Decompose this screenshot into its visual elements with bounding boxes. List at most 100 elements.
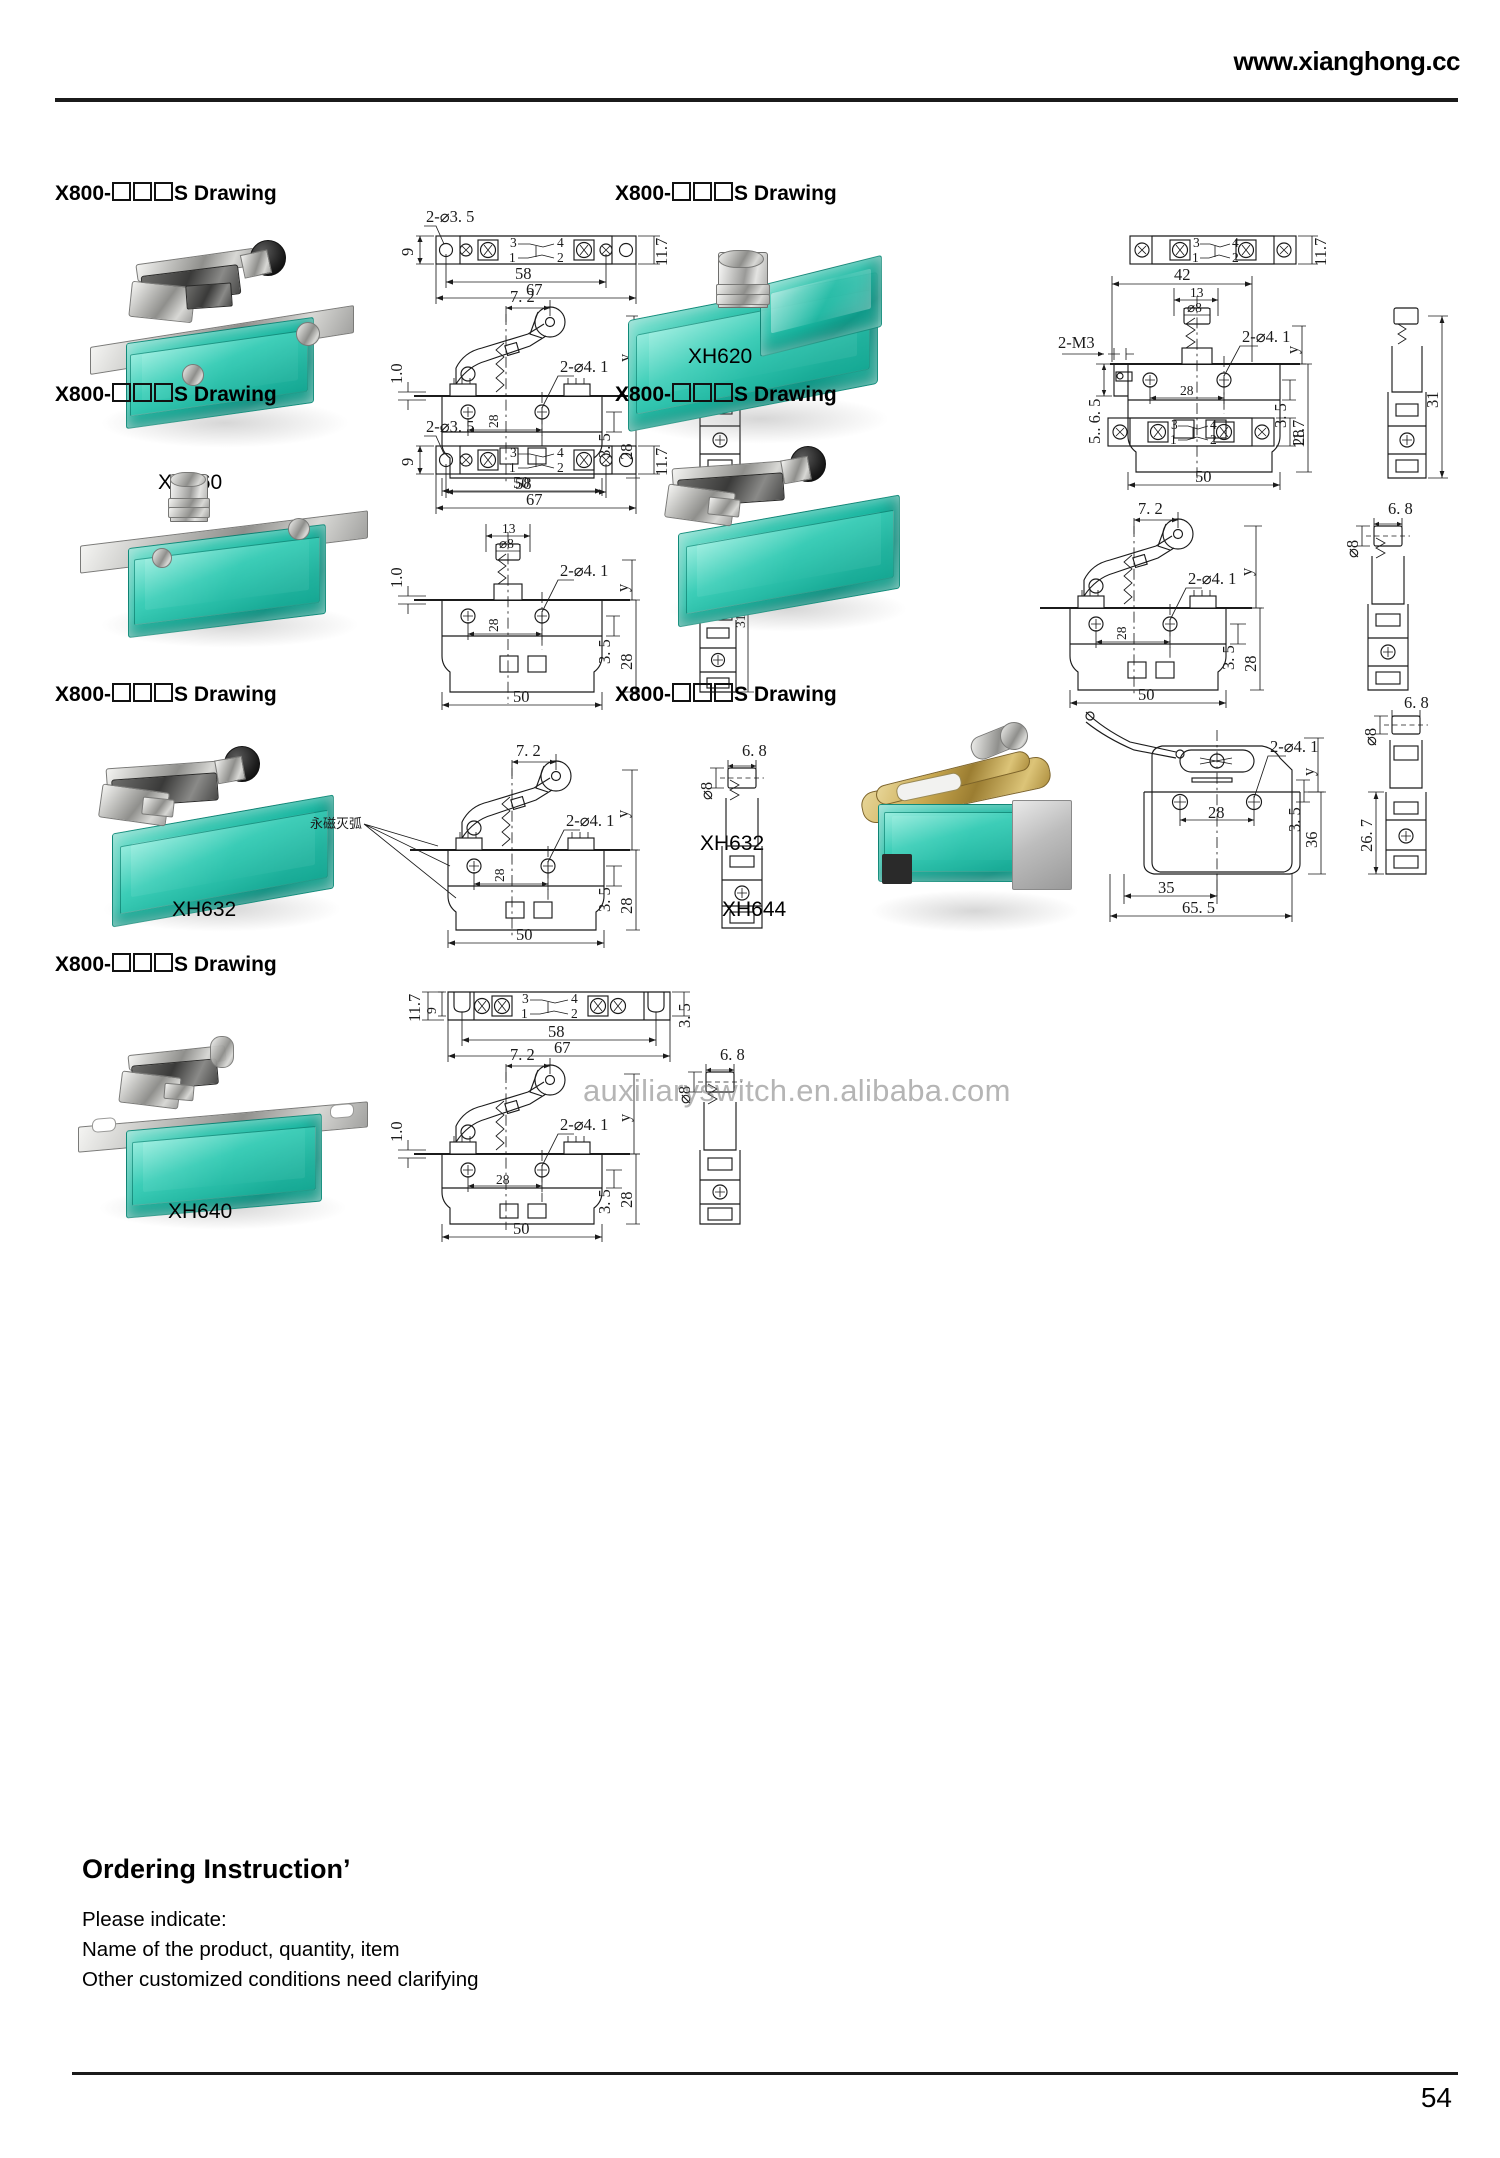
product-block-xh632: X800-S Drawing: [615, 383, 837, 407]
ordering-title: Ordering Instruction’: [82, 1854, 351, 1884]
svg-text:⌀8: ⌀8: [499, 536, 514, 551]
block-title: X800- S Drawing: [55, 182, 277, 206]
svg-text:67: 67: [526, 490, 543, 509]
placeholder-box: [672, 383, 692, 402]
svg-text:7. 2: 7. 2: [1138, 499, 1163, 518]
svg-text:6. 8: 6. 8: [720, 1045, 745, 1064]
svg-text:3. 5: 3. 5: [1271, 403, 1290, 428]
block-title: X800-S Drawing: [55, 683, 277, 707]
svg-text:4: 4: [1232, 235, 1239, 250]
svg-text:67: 67: [554, 1038, 571, 1057]
placeholder-box: [154, 953, 174, 972]
placeholder-box: [693, 182, 713, 201]
ordering-lines: Please indicate: Name of the product, qu…: [82, 1905, 479, 1995]
svg-text:65. 5: 65. 5: [1182, 898, 1215, 917]
svg-text:50: 50: [513, 1219, 530, 1238]
svg-text:y: y: [1237, 567, 1256, 576]
svg-text:9: 9: [398, 458, 417, 466]
svg-text:35: 35: [1158, 878, 1175, 897]
placeholder-box: [133, 182, 153, 201]
ordering-line: Please indicate:: [82, 1908, 227, 1931]
placeholder-box: [693, 683, 713, 702]
svg-text:3. 5: 3. 5: [595, 1189, 614, 1214]
placeholder-box: [154, 383, 174, 402]
svg-text:1: 1: [509, 250, 516, 265]
title-prefix: X800-: [55, 683, 112, 706]
product-block-xh560: X800- S Drawing: [55, 182, 277, 206]
placeholder-box: [133, 383, 153, 402]
placeholder-box: [154, 683, 174, 702]
svg-text:2: 2: [571, 1006, 578, 1021]
placeholder-box: [133, 683, 153, 702]
svg-text:2: 2: [1232, 250, 1239, 265]
svg-text:28: 28: [496, 1172, 510, 1187]
title-suffix: S Drawing: [174, 182, 277, 205]
svg-text:36: 36: [1302, 832, 1321, 849]
svg-text:11.7: 11.7: [1311, 238, 1330, 266]
svg-text:58: 58: [515, 264, 532, 283]
svg-text:4: 4: [557, 445, 564, 460]
svg-text:28: 28: [486, 414, 501, 428]
drawing-xh632: 3 4 1 2 11.7 7. 2 2-⌀4. 1: [1000, 408, 1470, 708]
svg-text:28: 28: [617, 898, 636, 915]
model-label-xh632b: XH632: [172, 898, 237, 921]
dim-hole-spec: 2-⌀4. 1: [566, 811, 614, 830]
svg-text:y: y: [1299, 767, 1318, 776]
svg-text:1: 1: [521, 1006, 528, 1021]
svg-text:28: 28: [1208, 803, 1225, 822]
title-prefix: X800-: [615, 683, 672, 706]
product-photo-xh644: [858, 712, 1110, 932]
svg-text:3. 5: 3. 5: [1219, 645, 1238, 670]
svg-text:1.0: 1.0: [387, 567, 406, 588]
svg-text:31: 31: [733, 615, 748, 629]
placeholder-box: [714, 383, 734, 402]
placeholder-box: [112, 383, 132, 402]
dim-hole-spec: 2-⌀4. 1: [560, 561, 608, 580]
svg-text:28: 28: [1180, 383, 1194, 398]
title-prefix: X800-: [55, 182, 112, 205]
svg-text:1.0: 1.0: [387, 363, 406, 384]
placeholder-box: [672, 683, 692, 702]
placeholder-box: [672, 182, 692, 201]
svg-text:28: 28: [1114, 626, 1129, 640]
product-photo-xh640: [78, 1010, 378, 1230]
title-prefix: X800-: [55, 953, 112, 976]
svg-text:31: 31: [1423, 392, 1442, 409]
dim-hole-spec: 2-⌀3. 5: [426, 207, 474, 226]
svg-text:6. 8: 6. 8: [742, 741, 767, 760]
svg-text:⌀8: ⌀8: [1343, 540, 1362, 558]
svg-text:3. 5: 3. 5: [675, 1003, 694, 1028]
placeholder-box: [112, 953, 132, 972]
drawing-xh614: 3 4 1 2 2-⌀3. 5 9 11.7 58 67: [378, 417, 808, 710]
product-block-xh640: X800-S Drawing: [55, 953, 277, 977]
svg-text:5.. 6. 5: 5.. 6. 5: [1085, 399, 1104, 444]
svg-text:1: 1: [509, 460, 516, 475]
svg-text:50: 50: [1195, 467, 1212, 486]
block-title: X800-S Drawing: [615, 383, 837, 407]
svg-text:3: 3: [510, 235, 517, 250]
block-title: X800-S Drawing: [55, 953, 277, 977]
product-block-xh620: X800-S Drawing: [615, 182, 837, 206]
svg-text:1: 1: [1192, 250, 1199, 265]
model-label-xh644: XH644: [722, 898, 787, 921]
svg-text:⌀8: ⌀8: [1361, 728, 1380, 746]
svg-text:67: 67: [526, 280, 543, 299]
svg-text:2: 2: [1210, 432, 1217, 447]
svg-text:4: 4: [1210, 417, 1217, 432]
svg-text:58: 58: [548, 1022, 565, 1041]
model-label-xh620: XH620: [688, 345, 753, 368]
title-suffix: S Drawing: [734, 683, 837, 706]
ordering-line: Name of the product, quantity, item: [82, 1938, 400, 1961]
dim-hole-spec: 2-⌀3. 5: [426, 417, 474, 436]
svg-text:7. 2: 7. 2: [510, 287, 535, 306]
dim-hole-spec: 2-⌀4. 1: [1242, 327, 1290, 346]
drawing-xh640: 3 4 1 2 11.7 9 3. 5 58 67: [378, 986, 808, 1242]
title-prefix: X800-: [615, 182, 672, 205]
svg-text:28: 28: [617, 654, 636, 671]
svg-text:11.7: 11.7: [405, 994, 424, 1022]
svg-text:58: 58: [515, 474, 532, 493]
svg-text:4: 4: [557, 235, 564, 250]
product-photo-xh560: [90, 218, 370, 448]
svg-text:7. 2: 7. 2: [510, 1045, 535, 1064]
svg-text:3: 3: [1171, 417, 1178, 432]
